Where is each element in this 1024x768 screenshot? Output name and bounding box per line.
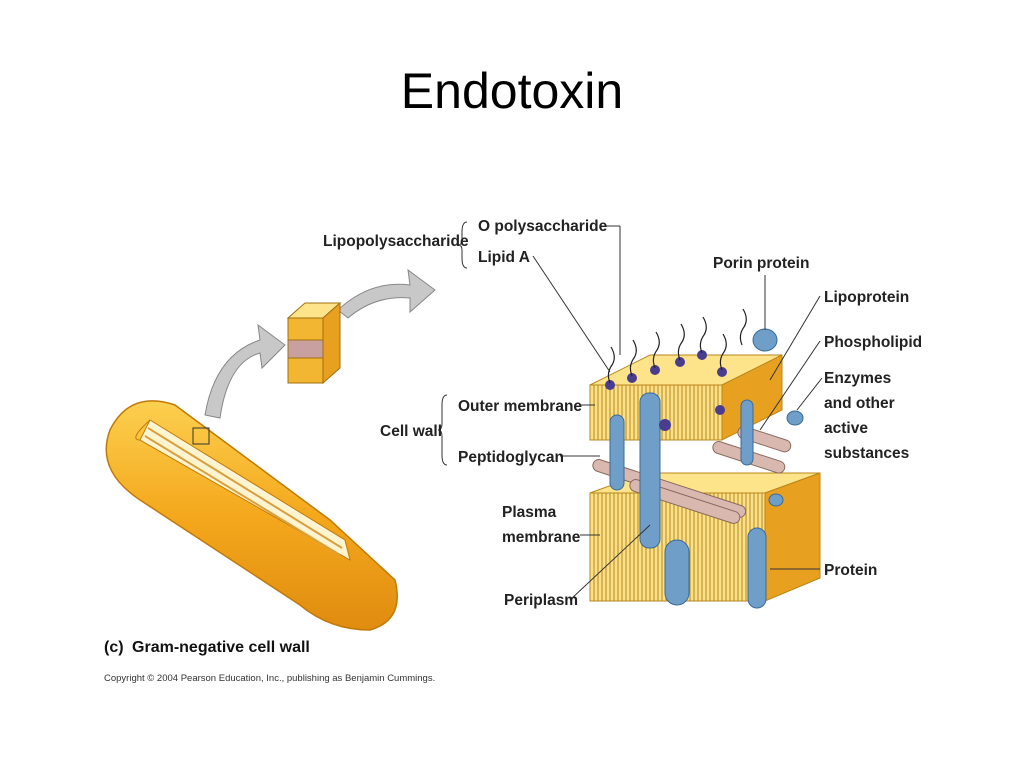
- label-o-polysaccharide: O polysaccharide: [478, 218, 608, 235]
- label-enzymes-line-1: Enzymes: [824, 370, 891, 387]
- label-plasma-line-2: membrane: [502, 529, 581, 546]
- caption-letter: (c): [104, 639, 124, 656]
- label-outer-membrane: Outer membrane: [458, 398, 582, 415]
- layer-cube-icon: [286, 301, 342, 385]
- caption-text: Gram-negative cell wall: [132, 639, 310, 656]
- sample-box: [192, 427, 210, 445]
- label-lipid-a: Lipid A: [478, 249, 530, 266]
- copyright-notice: Copyright © 2004 Pearson Education, Inc.…: [104, 673, 435, 684]
- label-plasma-line-1: Plasma: [502, 504, 557, 521]
- label-enzymes-line-2: and other: [824, 395, 895, 412]
- label-lipopolysaccharide: Lipopolysaccharide: [323, 233, 469, 250]
- curved-arrow-icon: [337, 268, 436, 319]
- bacterial-cell: [105, 400, 398, 631]
- label-lipoprotein: Lipoprotein: [824, 289, 909, 306]
- caption: (c) Gram-negative cell wall: [104, 639, 310, 656]
- label-phospholipid: Phospholipid: [824, 334, 922, 351]
- membrane-block: [589, 308, 821, 609]
- curved-arrow-icon: [204, 323, 286, 419]
- label-peptidoglycan: Peptidoglycan: [458, 449, 564, 466]
- label-enzymes-line-4: substances: [824, 445, 909, 462]
- label-periplasm: Periplasm: [504, 592, 578, 609]
- slide-title: Endotoxin: [400, 63, 624, 119]
- label-cell-wall: Cell wall: [380, 423, 442, 440]
- label-enzymes-line-3: active: [824, 420, 868, 437]
- label-protein: Protein: [824, 562, 877, 579]
- label-porin-protein: Porin protein: [713, 255, 809, 272]
